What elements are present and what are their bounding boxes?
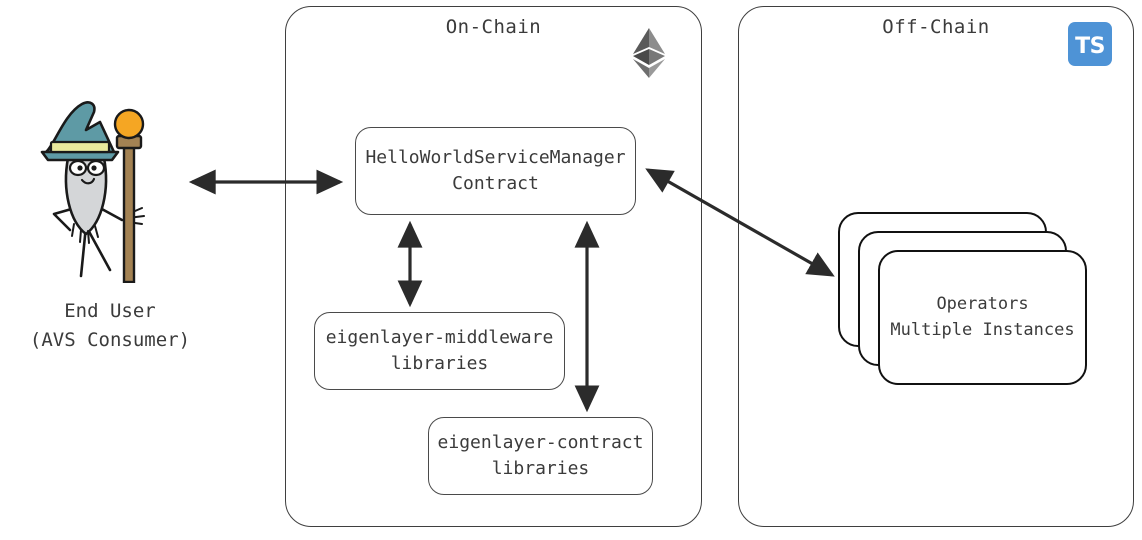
node-eigenlayer-middleware-line2: libraries xyxy=(390,353,489,374)
end-user-caption: End User (AVS Consumer) xyxy=(0,297,220,354)
node-eigenlayer-middleware-line1: eigenlayer-middleware xyxy=(325,326,554,348)
node-eigenlayer-middleware[interactable]: eigenlayer-middleware libraries xyxy=(314,312,565,390)
node-eigenlayer-contract-libraries-line2: libraries xyxy=(491,458,590,479)
panel-on-chain-title: On-Chain xyxy=(445,16,542,38)
panel-off-chain-title: Off-Chain xyxy=(882,16,990,38)
operators-card-front[interactable]: Operators Multiple Instances xyxy=(878,250,1087,385)
node-service-manager[interactable]: HelloWorldServiceManager Contract xyxy=(355,127,636,215)
arrow-service-manager-to-operators xyxy=(645,168,835,277)
typescript-logo-icon: TS xyxy=(1068,22,1112,66)
end-user-caption-line1: End User xyxy=(64,300,156,322)
end-user-caption-line2: (AVS Consumer) xyxy=(29,328,191,351)
operators-label-line1: Operators xyxy=(936,294,1029,314)
node-service-manager-line2: Contract xyxy=(452,173,539,194)
node-service-manager-line1: HelloWorldServiceManager xyxy=(365,146,626,168)
operators-label-line2: Multiple Instances xyxy=(890,319,1075,340)
ethereum-logo-icon xyxy=(633,28,665,78)
node-eigenlayer-contract-libraries[interactable]: eigenlayer-contract libraries xyxy=(428,417,653,495)
wizard-figure-icon xyxy=(40,101,145,283)
node-eigenlayer-contract-libraries-line1: eigenlayer-contract xyxy=(437,431,644,453)
